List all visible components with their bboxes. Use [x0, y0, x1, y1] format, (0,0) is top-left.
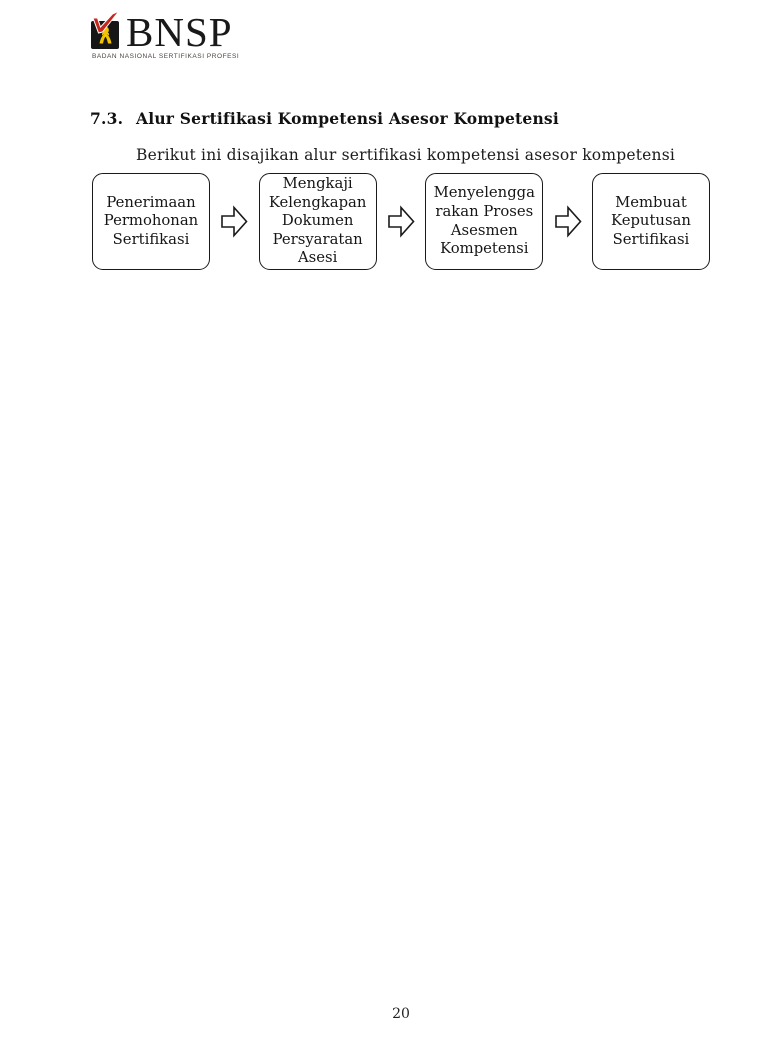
intro-paragraph: Berikut ini disajikan alur sertifikasi k… [136, 146, 676, 164]
section-number: 7.3. [90, 109, 124, 128]
section-title: Alur Sertifikasi Kompetensi Asesor Kompe… [136, 109, 559, 128]
flow-step-4: Membuat Keputusan Sertifikasi [591, 173, 710, 270]
flow-step-1: Penerimaan Permohonan Sertifikasi [92, 173, 210, 270]
flow-step-2-label: Mengkaji Kelengkapan Dokumen Persyaratan… [268, 175, 367, 267]
flowchart: Penerimaan Permohonan Sertifikasi Mengka… [92, 173, 710, 270]
logo-tagline: BADAN NASIONAL SERTIFIKASI PROFESI [92, 53, 240, 60]
logo-wordmark: BNSP [126, 9, 233, 55]
arrow-right-icon [554, 205, 582, 238]
flow-step-1-label: Penerimaan Permohonan Sertifikasi [103, 193, 199, 248]
bnsp-logo: BNSP BADAN NASIONAL SERTIFIKASI PROFESI [90, 8, 239, 60]
flow-step-3: Menyelengga rakan Proses Asesmen Kompete… [425, 173, 544, 270]
flow-step-2: Mengkaji Kelengkapan Dokumen Persyaratan… [258, 173, 377, 270]
arrow-right-icon [221, 205, 248, 238]
arrow-right-icon [388, 205, 415, 238]
section-heading: 7.3. Alur Sertifikasi Kompetensi Asesor … [90, 109, 559, 128]
bnsp-emblem-icon [91, 10, 120, 49]
page-number: 20 [392, 1006, 410, 1022]
flow-step-3-label: Menyelengga rakan Proses Asesmen Kompete… [433, 184, 535, 258]
flow-step-4-label: Membuat Keputusan Sertifikasi [611, 193, 691, 248]
